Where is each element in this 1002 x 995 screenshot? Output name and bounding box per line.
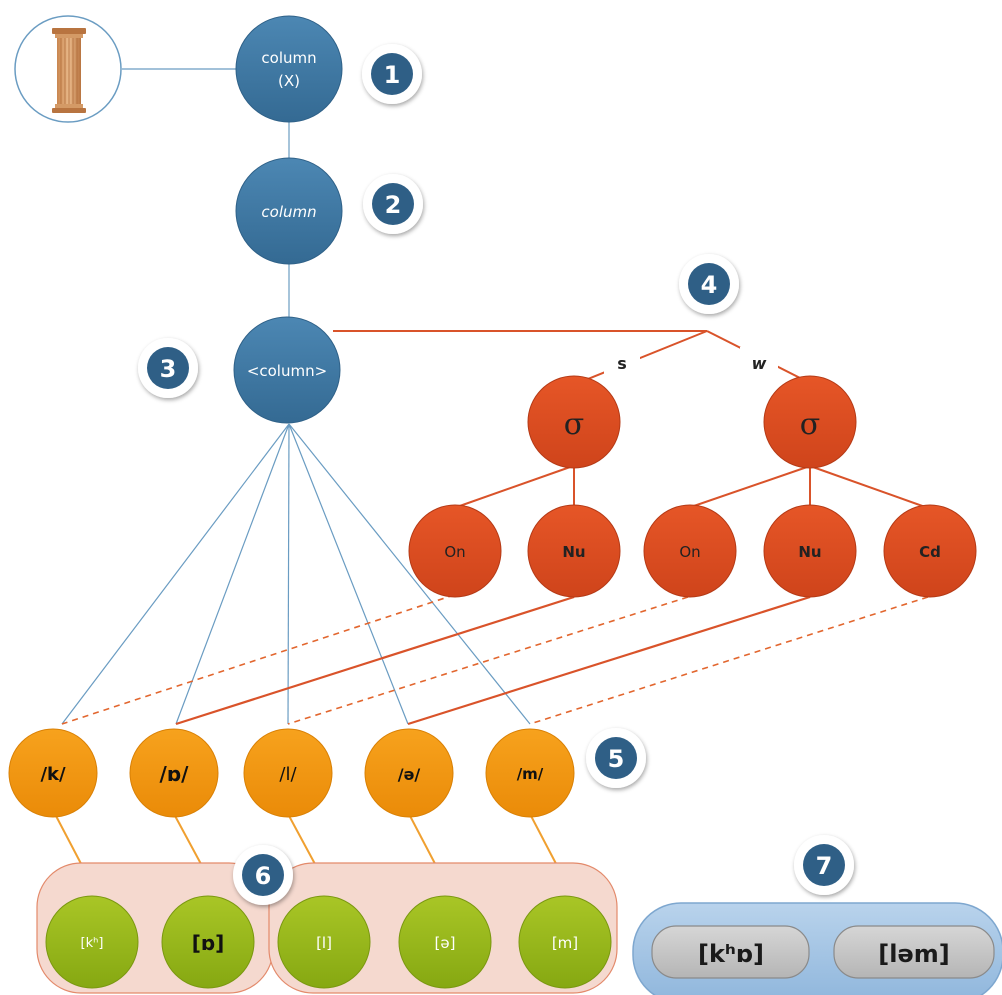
syllable-strong-node: σ	[527, 375, 621, 469]
phoneme-schwa-label: /ə/	[398, 765, 421, 784]
badge-1-label: 1	[384, 61, 401, 89]
form-node: <column>	[233, 316, 341, 424]
onset2-label: On	[679, 543, 700, 561]
line-syl1-on	[453, 465, 574, 509]
assoc-on2-l	[287, 596, 689, 725]
onset2-node: On	[643, 504, 737, 598]
line-form-o	[175, 423, 290, 725]
syllable-strong-label: σ	[564, 407, 584, 442]
phone-schwa-label: [ə]	[435, 934, 456, 952]
phoneme-k-label: /k/	[40, 764, 66, 785]
onset1-node: On	[408, 504, 502, 598]
column-image	[14, 15, 122, 123]
phone-o-node: [ɒ]	[161, 895, 255, 989]
badge-6-label: 6	[255, 862, 272, 890]
nucleus1-node: Nu	[527, 504, 621, 598]
word-node: column	[235, 157, 343, 265]
phoneme-l-node: /l/	[243, 728, 333, 818]
meaning-node: column (X)	[235, 15, 343, 123]
line-form-schwa	[288, 423, 409, 725]
assoc-nu1-o	[175, 595, 575, 726]
nucleus2-label: Nu	[798, 543, 821, 561]
output-syllable2-label: [ləm]	[878, 940, 949, 968]
badge-1: 1	[362, 44, 422, 104]
badge-5: 5	[586, 728, 646, 788]
line-form-k	[61, 423, 290, 725]
badge-7: 7	[794, 835, 854, 895]
meaning-label-line2: (X)	[278, 72, 300, 90]
phone-schwa-node: [ə]	[398, 895, 492, 989]
phone-l-label: [l]	[316, 934, 332, 952]
phoneme-schwa-node: /ə/	[364, 728, 454, 818]
phoneme-k-node: /k/	[8, 728, 98, 818]
output-word-panel: [kʰɒ] [ləm]	[632, 902, 1002, 995]
form-label: <column>	[247, 362, 327, 380]
line-foot-strong	[577, 330, 708, 384]
phone-kh-node: [kʰ]	[45, 895, 139, 989]
phoneme-o-node: /ɒ/	[129, 728, 219, 818]
output-syllable1-pill: [kʰɒ]	[651, 925, 810, 979]
badge-6: 6	[233, 845, 293, 905]
syllable-weak-node: σ	[763, 375, 857, 469]
assoc-on1-k	[61, 594, 455, 725]
badge-7-label: 7	[816, 852, 833, 880]
stress-weak-label: w	[752, 354, 767, 373]
line-syl2-on	[687, 465, 811, 509]
phoneme-l-label: /l/	[279, 764, 297, 785]
phone-kh-label: [kʰ]	[81, 936, 104, 951]
connector-lines	[54, 68, 929, 878]
assoc-nu2-schwa	[407, 595, 811, 726]
badge-4-label: 4	[701, 271, 718, 299]
meaning-label-line1: column	[261, 49, 316, 67]
line-syl2-cd	[809, 465, 929, 509]
phoneme-m-node: /m/	[485, 728, 575, 818]
phone-m-label: [m]	[552, 934, 578, 952]
badge-4: 4	[679, 254, 739, 314]
phone-o-label: [ɒ]	[192, 931, 225, 955]
syllable-weak-label: σ	[800, 407, 820, 442]
output-syllable2-pill: [ləm]	[833, 925, 995, 979]
column-picture-icon	[52, 28, 86, 113]
assoc-cd-m	[529, 596, 929, 725]
stress-labels: s w	[604, 347, 778, 375]
output-syllable1-label: [kʰɒ]	[698, 940, 764, 968]
phone-m-node: [m]	[518, 895, 612, 989]
badge-2-label: 2	[385, 191, 402, 219]
stress-strong-label: s	[617, 354, 627, 373]
coda2-node: Cd	[883, 504, 977, 598]
nucleus1-label: Nu	[562, 543, 585, 561]
badge-5-label: 5	[608, 745, 625, 773]
phoneme-m-label: /m/	[517, 765, 544, 783]
line-form-m	[288, 423, 531, 725]
line-form-l	[287, 423, 290, 725]
word-label: column	[261, 203, 316, 221]
badge-3-label: 3	[160, 355, 177, 383]
onset1-label: On	[444, 543, 465, 561]
nucleus2-node: Nu	[763, 504, 857, 598]
badge-3: 3	[138, 338, 198, 398]
badge-2: 2	[363, 174, 423, 234]
phoneme-o-label: /ɒ/	[160, 762, 190, 786]
coda2-label: Cd	[919, 543, 941, 561]
phone-l-node: [l]	[277, 895, 371, 989]
